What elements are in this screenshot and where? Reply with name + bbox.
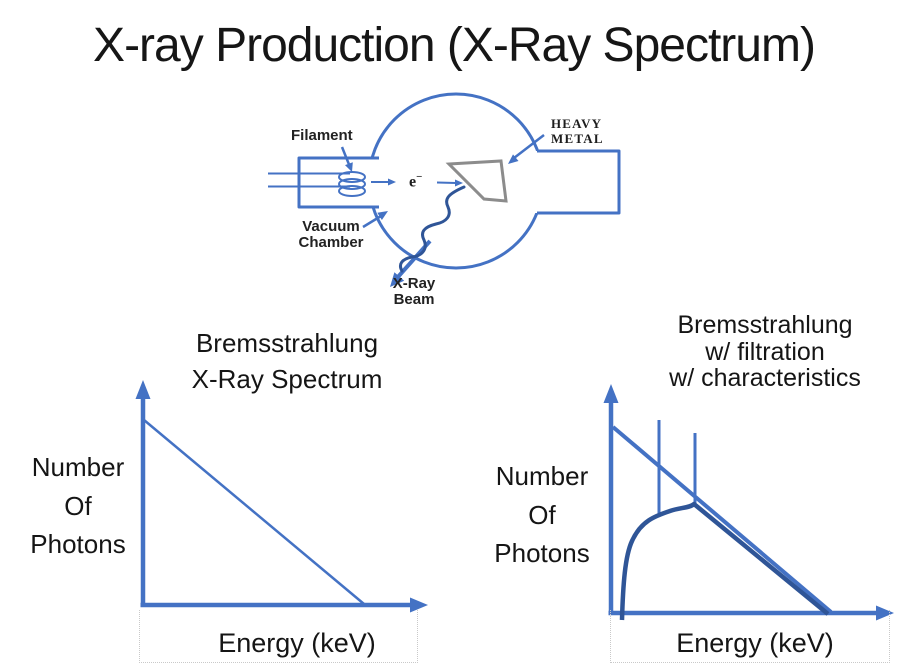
vacuum-pointer-line — [362, 214, 382, 229]
electron-arrow-2-line — [436, 181, 457, 184]
right-chart-x-label: Energy (keV) — [676, 628, 834, 658]
left-chart-title-line2: X-Ray Spectrum — [191, 364, 383, 394]
left-x-axis-arrowhead — [410, 597, 428, 613]
left-xlabel-placeholder-outline — [139, 610, 418, 663]
vacuum-pointer-head — [377, 211, 388, 220]
right-y-axis-arrowhead — [603, 384, 619, 403]
heavy-metal-pointer-head — [508, 154, 519, 164]
filament-label: Filament — [291, 127, 353, 144]
electron-arrow-1-head — [388, 178, 396, 186]
left-ylabel-line1: Number — [31, 452, 125, 482]
right-chart-y-label: Number Of Photons — [482, 457, 602, 573]
right-chart-title: Bremsstrahlung w/ filtration w/ characte… — [615, 312, 908, 392]
left-y-axis-arrowhead — [135, 380, 151, 399]
heavy-metal-label: HEAVY METAL — [551, 116, 604, 146]
left-chart-x-label: Energy (keV) — [218, 628, 376, 658]
anode-arm — [537, 149, 621, 215]
right-chart-title-line2: w/ filtration — [705, 337, 825, 366]
xray-beam-arrow-head — [390, 272, 405, 287]
right-ylabel-line3: Photons — [494, 538, 590, 568]
right-x-axis-arrowhead — [876, 605, 894, 621]
chart-arrowheads — [135, 380, 894, 621]
left-chart-title: Bremsstrahlung X-Ray Spectrum — [137, 325, 437, 397]
left-ylabel-line3: Photons — [30, 529, 126, 559]
filament-coil — [338, 185, 366, 197]
heavy-metal-target — [445, 159, 508, 203]
left-chart-lines — [140, 397, 412, 608]
electron-arrow-2-head — [455, 179, 463, 187]
electron-label-charge: − — [416, 171, 423, 183]
tube-outline-group — [268, 92, 621, 280]
left-chart-y-label: Number Of Photons — [18, 448, 138, 564]
xray-beam-label-line2: Beam — [393, 290, 435, 308]
heavy-metal-label-line1: HEAVY — [551, 116, 603, 131]
page-title: X-ray Production (X-Ray Spectrum) — [93, 19, 816, 72]
cathode-arm — [297, 156, 379, 209]
xray-beam-label-line1: X-Ray — [392, 275, 436, 292]
left-spectrum-line — [143, 419, 365, 605]
heavy-metal-pointer-line — [513, 134, 545, 159]
filament-pointer-head — [345, 162, 353, 172]
electron-label-base: e — [409, 173, 417, 191]
vacuum-chamber-label-line2: Chamber — [298, 233, 364, 251]
left-chart-title-line1: Bremsstrahlung — [195, 328, 379, 358]
filament-pointer-line — [340, 146, 352, 168]
right-chart-title-line1: Bremsstrahlung — [677, 311, 853, 339]
xray-beam-label: X-Ray Beam — [383, 276, 445, 307]
right-ylabel-line1: Number — [495, 461, 589, 491]
tube-arrowheads — [345, 154, 519, 287]
right-ylabel-line2: Of — [528, 499, 556, 530]
anode-arm-mask — [534, 151, 619, 213]
right-unfiltered-line — [611, 425, 833, 614]
right-chart-lines — [608, 400, 878, 616]
electron-label: e− — [409, 171, 422, 191]
filament-coil — [338, 178, 366, 190]
vacuum-chamber-label-line1: Vacuum — [302, 218, 360, 235]
left-ylabel-line2: Of — [64, 490, 92, 521]
right-chart-title-line3: w/ characteristics — [669, 364, 861, 392]
right-xlabel-placeholder-outline — [610, 610, 890, 663]
heavy-metal-label-line2: METAL — [551, 130, 604, 146]
xray-wave — [398, 185, 466, 273]
filtered-spectrum-curve — [619, 501, 830, 621]
vacuum-chamber-label: Vacuum Chamber — [294, 219, 368, 250]
